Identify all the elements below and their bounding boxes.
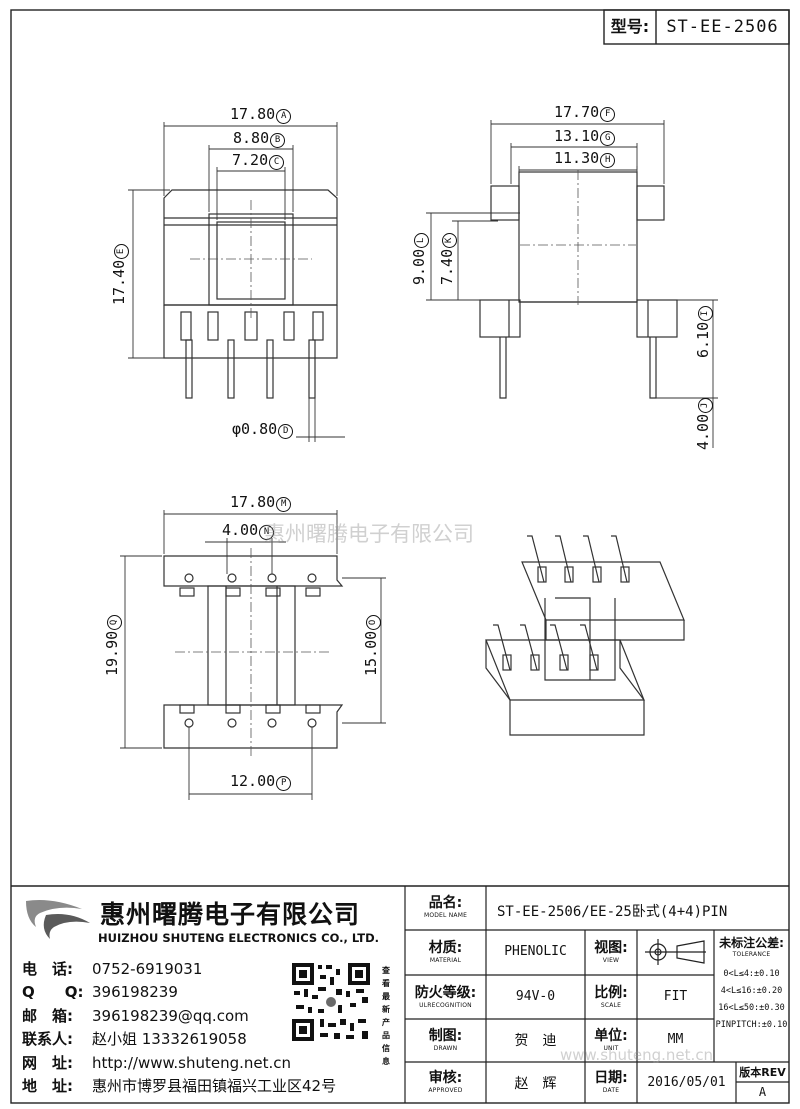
qr-code[interactable] <box>290 961 372 1043</box>
dim-L: 9.00L <box>410 232 429 285</box>
qr-caption: 查看最新产品信息 <box>382 966 390 1066</box>
dim-E: 17.40E <box>110 243 129 305</box>
tolerance-line-1: 0<L≤4:±0.10 <box>723 969 780 979</box>
tolerance-line-4: PINPITCH:±0.10 <box>715 1020 788 1030</box>
tolerance-line-3: 16<L≤50:±0.30 <box>718 1003 785 1013</box>
contact-list: 电 话:0752-6919031 Q Q:396198239 邮 箱:39619… <box>22 958 336 1098</box>
approved-value: 赵 辉 <box>514 1076 557 1092</box>
date-label: 日期:DATE <box>594 1070 628 1094</box>
iso-view <box>485 535 685 736</box>
approved-label: 审核:APPROVED <box>428 1070 463 1094</box>
material-label: 材质:MATERIAL <box>428 940 463 964</box>
unit-label: 单位:UNIT <box>594 1028 628 1052</box>
company-logo <box>22 893 94 943</box>
date-value: 2016/05/01 <box>647 1075 726 1090</box>
view-label: 视图:VIEW <box>594 940 628 964</box>
dim-Q: 19.90Q <box>103 614 122 676</box>
sheet-border <box>10 9 790 1104</box>
contact-qq: Q Q:396198239 <box>22 983 178 1002</box>
revision-label: 版本REV <box>739 1066 786 1079</box>
revision-value: A <box>758 1085 767 1099</box>
tolerance-line-2: 4<L≤16:±0.20 <box>720 986 783 996</box>
scale-label: 比例:SCALE <box>594 985 628 1009</box>
side-view <box>479 171 678 399</box>
contact-phone: 电 话:0752-6919031 <box>22 960 203 978</box>
top-view <box>163 555 344 749</box>
material-value: PHENOLIC <box>504 944 567 959</box>
part-number: ST-EE-2506 <box>666 17 779 37</box>
tolerance-block: 未标注公差: TOLERANCE 0<L≤4:±0.10 4<L≤16:±0.2… <box>714 934 789 1034</box>
dim-O: 15.00O <box>362 614 381 676</box>
dim-K: 7.40K <box>438 232 457 285</box>
logo-swoosh-icon <box>26 900 90 939</box>
company-name-en: HUIZHOU SHUTENG ELECTRONICS CO., LTD. <box>98 931 380 945</box>
unit-value: MM <box>667 1032 684 1047</box>
qr-code-icon <box>290 961 372 1043</box>
contact-website[interactable]: 网 址:http://www.shuteng.net.cn <box>22 1053 292 1072</box>
flame-value: 94V-0 <box>515 989 556 1004</box>
contact-address: 地 址:惠州市博罗县福田镇福兴工业区42号 <box>22 1077 337 1096</box>
dim-J: 4.00J <box>694 397 713 450</box>
dim-I: 6.10I <box>694 305 713 358</box>
type-label: 型号: <box>610 17 650 36</box>
model-label: 品名:MODEL NAME <box>423 895 468 919</box>
titleblock-grid <box>404 886 789 1103</box>
contact-person: 联系人:赵小姐 13332619058 <box>22 1030 247 1049</box>
watermark-company: 惠州曙腾电子有限公司 <box>264 522 474 546</box>
company-name-cn: 惠州曙腾电子有限公司 <box>100 900 361 929</box>
drawn-value: 贺 迪 <box>514 1033 557 1049</box>
front-view <box>163 189 338 399</box>
flame-label: 防火等级:ULRECOGNITION <box>414 985 477 1009</box>
watermark-site: www.shuteng.net.cn <box>560 1046 714 1064</box>
drawn-label: 制图:DRAWN <box>428 1028 463 1052</box>
header-box <box>603 9 790 45</box>
scale-value: FIT <box>663 989 688 1004</box>
model-value: ST-EE-2506/EE-25卧式(4+4)PIN <box>497 904 728 920</box>
contact-email: 邮 箱:396198239@qq.com <box>22 1006 249 1025</box>
